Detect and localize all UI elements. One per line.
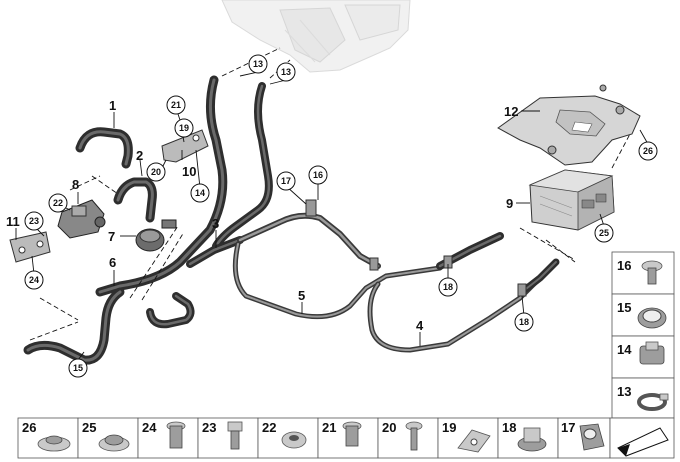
clip-nut-icon <box>457 429 491 453</box>
callout-3: 3 <box>212 216 219 231</box>
svg-text:13: 13 <box>253 59 263 69</box>
svg-text:19: 19 <box>179 123 189 133</box>
table-cell-16 <box>611 251 675 295</box>
callout-11: 11 <box>6 214 20 229</box>
bushing-icon <box>342 421 362 447</box>
circled-callout-18a: 18 <box>438 277 458 297</box>
svg-text:13: 13 <box>281 67 291 77</box>
callout-12: 12 <box>504 104 518 119</box>
table-label-24: 24 <box>142 420 157 435</box>
circled-callout-21: 21 <box>166 95 186 115</box>
callout-4: 4 <box>416 318 424 333</box>
dashed-reference-lines <box>29 47 631 341</box>
part-number-callouts: 1 2 3 4 5 6 7 8 9 10 11 12 <box>6 98 518 333</box>
circled-callout-19: 19 <box>174 118 194 138</box>
callout-1: 1 <box>109 98 116 113</box>
grommet-icon <box>517 427 547 452</box>
circled-callout-13b: 13 <box>276 62 296 82</box>
circled-callout-18b: 18 <box>514 312 534 332</box>
screw-icon <box>641 260 663 285</box>
table-label-18: 18 <box>502 420 516 435</box>
pipe-clip-icon <box>639 341 665 365</box>
circled-callout-24: 24 <box>24 270 44 290</box>
callout-8: 8 <box>72 177 79 192</box>
flange-nut-icon <box>37 435 71 452</box>
pump-and-valves <box>9 129 527 297</box>
engine-block-illustration <box>221 0 411 73</box>
svg-text:26: 26 <box>643 146 653 156</box>
table-label-26: 26 <box>22 420 36 435</box>
parts-table-right-column: 16 15 14 13 <box>611 251 675 419</box>
svg-text:18: 18 <box>519 317 529 327</box>
hose-clamp-icon <box>637 307 667 329</box>
collar-nut-icon <box>98 434 130 452</box>
svg-text:25: 25 <box>599 228 609 238</box>
svg-text:21: 21 <box>171 100 181 110</box>
circled-callout-25: 25 <box>594 223 614 243</box>
coolant-hoses <box>23 75 273 365</box>
table-label-20: 20 <box>382 420 396 435</box>
coolant-pipes <box>232 212 560 353</box>
table-label-21: 21 <box>322 420 336 435</box>
callout-2: 2 <box>136 148 143 163</box>
table-label-23: 23 <box>202 420 216 435</box>
table-label-16: 16 <box>617 258 631 273</box>
torx-screw-icon <box>405 421 423 451</box>
svg-text:24: 24 <box>29 275 39 285</box>
hex-bolt-icon <box>227 421 243 450</box>
circled-callouts: 13 13 14 15 16 17 18 18 19 20 21 22 23 2… <box>24 54 658 378</box>
svg-text:22: 22 <box>53 198 63 208</box>
circled-callout-16: 16 <box>308 165 328 185</box>
spring-clamp-icon <box>637 393 669 411</box>
table-label-15: 15 <box>617 300 631 315</box>
table-label-17: 17 <box>561 420 575 435</box>
callout-5: 5 <box>298 288 305 303</box>
svg-text:14: 14 <box>195 188 205 198</box>
svg-text:15: 15 <box>73 363 83 373</box>
electronic-control-module <box>528 169 615 231</box>
circled-callout-26: 26 <box>638 141 658 161</box>
table-label-14: 14 <box>617 342 632 357</box>
callout-9: 9 <box>506 196 513 211</box>
rivet-nut-icon <box>166 421 186 449</box>
svg-text:23: 23 <box>29 216 39 226</box>
arrow-icon <box>617 427 669 457</box>
callout-7: 7 <box>108 229 115 244</box>
table-label-19: 19 <box>442 420 456 435</box>
parts-table-bottom-row: 26 25 24 23 22 21 <box>17 417 675 459</box>
circled-callout-22: 22 <box>48 193 68 213</box>
hex-nut-icon <box>281 431 307 449</box>
heat-shield-bracket <box>497 84 641 166</box>
callout-10: 10 <box>182 164 196 179</box>
svg-text:16: 16 <box>313 170 323 180</box>
svg-text:20: 20 <box>151 167 161 177</box>
table-label-25: 25 <box>82 420 96 435</box>
callout-6: 6 <box>109 255 116 270</box>
circled-callout-17: 17 <box>276 171 296 191</box>
circled-callout-15: 15 <box>68 358 88 378</box>
circled-callout-13a: 13 <box>248 54 268 74</box>
circled-callout-23: 23 <box>24 211 44 231</box>
holder-clip-icon <box>579 423 605 451</box>
svg-text:17: 17 <box>281 176 291 186</box>
svg-text:18: 18 <box>443 282 453 292</box>
table-label-22: 22 <box>262 420 276 435</box>
table-label-13: 13 <box>617 384 631 399</box>
circled-callout-20: 20 <box>146 162 166 182</box>
circled-callout-14: 14 <box>190 183 210 203</box>
